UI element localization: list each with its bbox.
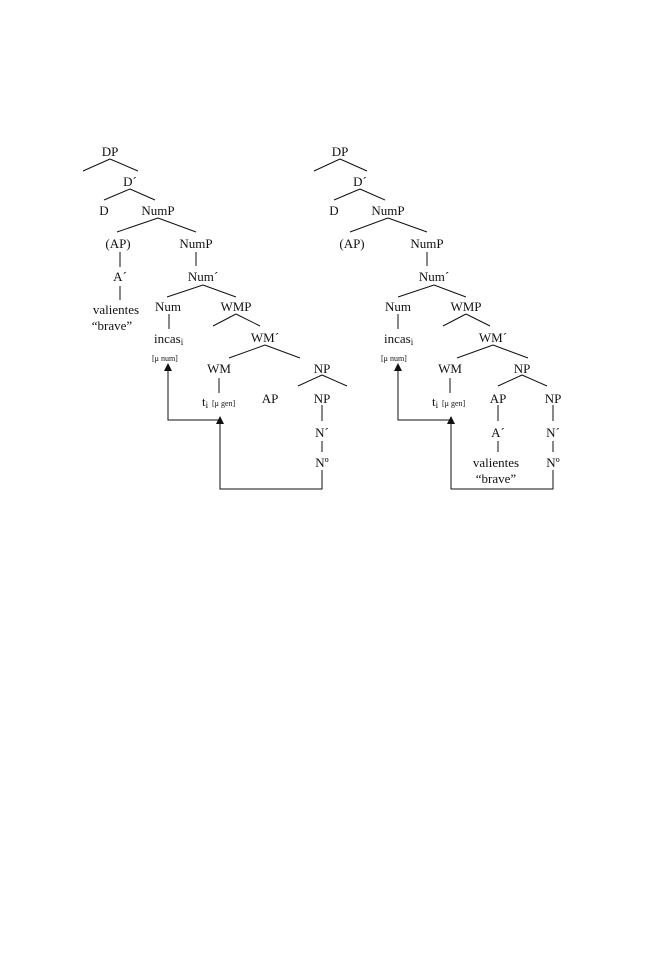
branch (228, 344, 301, 359)
node-wm: WM (438, 361, 462, 376)
branch (116, 217, 197, 233)
index-subscript: i (181, 337, 184, 347)
node-num: Num (155, 299, 181, 314)
node-n-bar: N´ (315, 425, 329, 440)
feature-mu-gen: [μ gen] (212, 399, 236, 408)
node-d-bar: D´ (123, 174, 137, 189)
left-tree: DP D´ D NumP (AP) NumP A´ Num´ valientes… (82, 144, 348, 490)
left-tree-labels: DP D´ D NumP (AP) NumP A´ Num´ valientes… (92, 144, 331, 470)
node-wmp: WMP (220, 299, 251, 314)
index-subscript: i (206, 400, 209, 410)
head-movement-arrow (164, 363, 220, 421)
head-movement-arrow (447, 416, 554, 490)
node-np: NP (314, 361, 331, 376)
node-num-bar: Num´ (419, 269, 449, 284)
node-ap: AP (262, 391, 279, 406)
right-tree: DP D´ D NumP (AP) NumP Num´ Num WMP inca… (313, 144, 561, 490)
branch (333, 188, 386, 201)
branch (456, 344, 529, 359)
node-nump: NumP (141, 203, 174, 218)
node-ap-optional: (AP) (339, 236, 364, 251)
index-subscript: i (436, 400, 439, 410)
left-movement-arrows (164, 363, 323, 490)
word-valientes: valientes (93, 302, 139, 317)
node-n-bar: N´ (546, 425, 560, 440)
node-n-zero: Nº (546, 455, 559, 470)
index-subscript: i (411, 337, 414, 347)
node-nump-lower: NumP (410, 236, 443, 251)
node-d-bar: D´ (353, 174, 367, 189)
node-num-bar: Num´ (188, 269, 218, 284)
node-np-lower: NP (314, 391, 331, 406)
node-a-bar: A´ (113, 269, 127, 284)
branch (497, 374, 548, 387)
node-dp: DP (332, 144, 349, 159)
node-d: D (329, 203, 338, 218)
branch (103, 188, 156, 201)
gloss-brave: “brave” (92, 318, 133, 333)
word-incas: incasi (154, 331, 184, 347)
node-nump: NumP (371, 203, 404, 218)
node-num: Num (385, 299, 411, 314)
feature-mu-gen: [μ gen] (442, 399, 466, 408)
branch (397, 284, 467, 298)
branch (297, 374, 348, 387)
node-wm-bar: WM´ (251, 330, 279, 345)
node-np-lower: NP (545, 391, 562, 406)
head-movement-arrow (216, 416, 323, 490)
feature-mu-num: [μ num] (152, 354, 178, 363)
branch (442, 313, 491, 327)
node-d: D (99, 203, 108, 218)
head-movement-arrow (394, 363, 451, 421)
right-tree-labels: DP D´ D NumP (AP) NumP Num´ Num WMP inca… (329, 144, 561, 486)
node-wm-bar: WM´ (479, 330, 507, 345)
branch (212, 313, 261, 327)
node-ap-optional: (AP) (105, 236, 130, 251)
branch (313, 158, 368, 172)
word-incas: incasi (384, 331, 414, 347)
node-nump-lower: NumP (179, 236, 212, 251)
feature-mu-num: [μ num] (381, 354, 407, 363)
node-np: NP (514, 361, 531, 376)
branch (349, 217, 428, 233)
node-wm: WM (207, 361, 231, 376)
node-ap: AP (490, 391, 507, 406)
node-n-zero: Nº (315, 455, 328, 470)
gloss-brave: “brave” (476, 471, 517, 486)
node-wmp: WMP (450, 299, 481, 314)
node-a-bar: A´ (491, 425, 505, 440)
node-dp: DP (102, 144, 119, 159)
branch (166, 284, 237, 298)
left-tree-branches (82, 158, 348, 452)
right-movement-arrows (394, 363, 554, 490)
trace-t: ti (202, 394, 209, 410)
trace-t: ti (432, 394, 439, 410)
word-valientes: valientes (473, 455, 519, 470)
right-tree-branches (313, 158, 554, 452)
branch (82, 158, 139, 172)
